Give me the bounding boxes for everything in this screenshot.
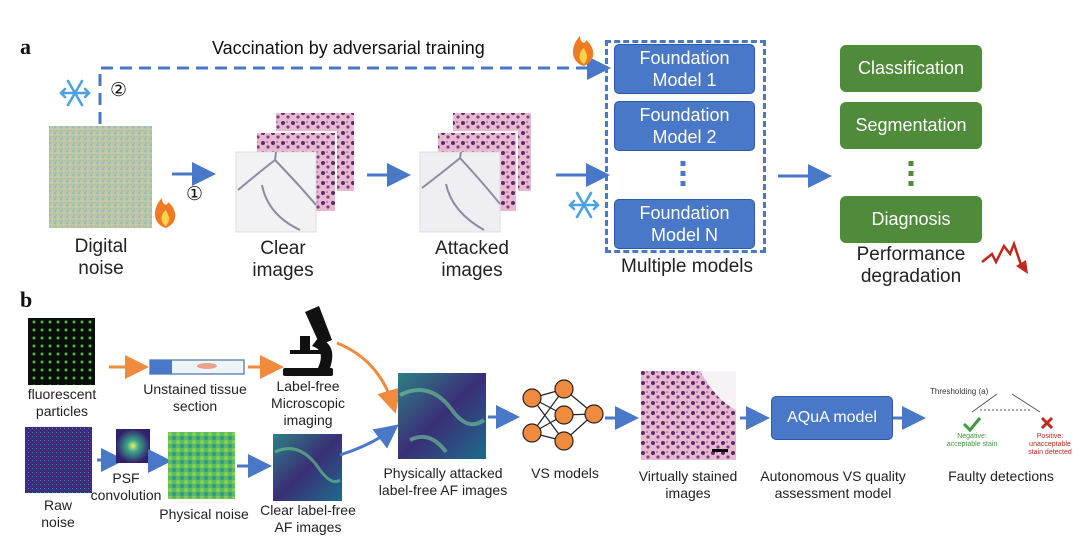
slide-icon xyxy=(149,359,245,375)
vs-models-label: VS models xyxy=(531,465,599,481)
raw-noise-image xyxy=(25,427,92,493)
panel-b-letter: b xyxy=(20,287,33,312)
vaccination-label: Vaccination by adversarial training xyxy=(212,38,485,58)
snowflake-icon xyxy=(59,79,91,107)
step-1-label: ① xyxy=(186,184,204,205)
microscope-icon xyxy=(283,306,333,376)
psf-image xyxy=(116,429,150,463)
task-diagnosis: Diagnosis xyxy=(840,196,982,243)
flame-icon xyxy=(154,198,176,228)
step-2-label: ② xyxy=(110,80,128,101)
clear-af-image xyxy=(273,434,342,501)
decision-tree xyxy=(971,393,1041,413)
multiple-models-label: Multiple models xyxy=(621,256,753,277)
negative-label: Negative:acceptable stain xyxy=(946,433,998,448)
aqua-model-box: AQuA model xyxy=(771,396,893,440)
flame-icon xyxy=(572,36,594,66)
task-classification: Classification xyxy=(840,45,982,92)
decline-arrow-icon xyxy=(981,240,1028,274)
check-icon xyxy=(962,417,982,433)
thresholding-label: Thresholding (a) xyxy=(930,387,989,396)
clear-images-stack xyxy=(235,111,356,233)
attacked-images-stack xyxy=(419,111,533,233)
physical-noise-image xyxy=(168,432,235,499)
fluorescent-particles-image xyxy=(28,318,95,385)
snowflake-icon xyxy=(568,191,600,219)
faulty-detections-label: Faulty detections xyxy=(948,468,1054,484)
digital-noise-image xyxy=(49,126,152,228)
physical-noise-label: Physical noise xyxy=(159,506,249,522)
cross-icon xyxy=(1040,416,1054,430)
vs-network-icon xyxy=(522,379,604,451)
task-segmentation: Segmentation xyxy=(840,102,982,149)
scale-bar xyxy=(712,449,728,452)
multiple-models-frame xyxy=(605,40,766,253)
panel-a-letter: a xyxy=(20,34,31,59)
